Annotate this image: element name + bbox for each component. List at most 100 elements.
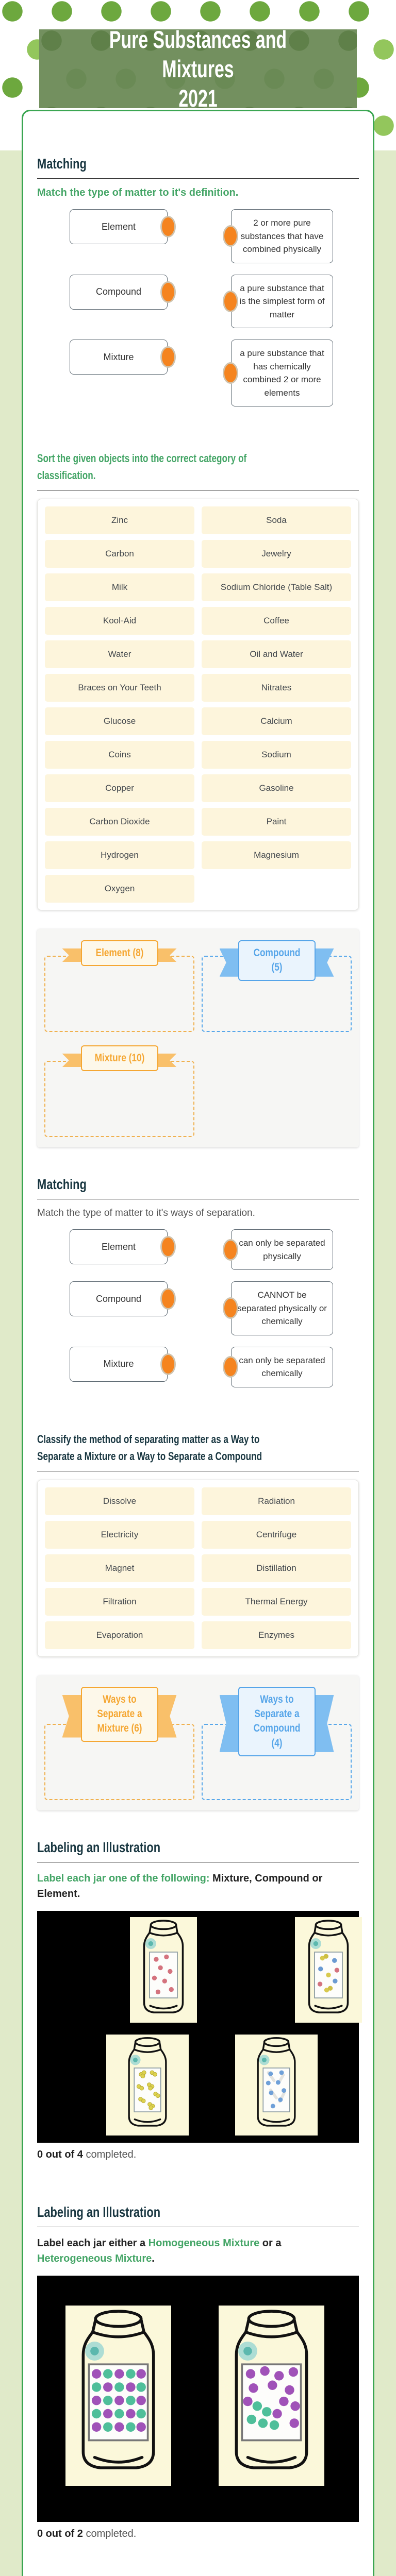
zone-label-line: Compound	[253, 947, 300, 959]
term-box-compound: Compound	[70, 1281, 176, 1316]
section-classify: Classify the method of separating matter…	[37, 1431, 359, 1810]
definition-text: a pure substance that has chemically com…	[240, 348, 324, 398]
word-tile[interactable]: Distillation	[202, 1554, 351, 1582]
matching-row: Element 2 or more pure substances that h…	[37, 209, 359, 263]
zone-label: Mixture (10)	[94, 1052, 144, 1064]
definition-box: a pure substance that has chemically com…	[223, 340, 333, 406]
term-box-element: Element	[70, 1229, 176, 1264]
drop-zone-sheet: Element (8) Compound (5)	[37, 929, 359, 1147]
connector-dot[interactable]	[223, 225, 238, 247]
labeling1-instructions: Label each jar one of the following: Mix…	[37, 1871, 359, 1902]
connector-dot[interactable]	[223, 1297, 238, 1319]
word-tile[interactable]: Milk	[45, 573, 194, 601]
connector-dot[interactable]	[160, 216, 176, 238]
word-tile[interactable]: Calcium	[202, 707, 351, 735]
matching-row: Compound a pure substance that is the si…	[37, 274, 359, 328]
connector-dot[interactable]	[160, 281, 176, 303]
drop-zone-mixture[interactable]: Mixture (10)	[44, 1045, 194, 1137]
word-tile[interactable]: Kool-Aid	[45, 607, 194, 635]
term-box-mixture: Mixture	[70, 1346, 176, 1382]
word-tile[interactable]: Water	[45, 640, 194, 668]
term-box-compound: Compound	[70, 274, 176, 310]
term-label: Element	[101, 221, 136, 232]
zone-label-line: Ways to	[259, 1693, 294, 1705]
zone-label-line: Mixture (6)	[96, 1722, 142, 1735]
ribbon-banner-orange: Mixture (10)	[62, 1045, 177, 1072]
drop-zone-separate-compound[interactable]: Ways to Separate a Compound (4)	[202, 1686, 352, 1800]
definition-box: can only be separated physically	[223, 1229, 333, 1270]
definition-text: a pure substance that is the simplest fo…	[239, 283, 325, 319]
instruction-green: Heterogeneous Mixture	[37, 2252, 152, 2264]
instruction-green: Label each jar one of the following:	[37, 1872, 210, 1884]
zone-label-line: Separate a	[254, 1707, 300, 1720]
word-tile[interactable]: Gasoline	[202, 774, 351, 802]
connector-dot[interactable]	[223, 1239, 238, 1261]
section-heading: Labeling an Illustration	[37, 2204, 161, 2220]
word-tile[interactable]: Coffee	[202, 607, 351, 635]
word-tile[interactable]: Carbon	[45, 540, 194, 568]
jar-yellow-molecules[interactable]	[106, 2034, 189, 2136]
word-tile[interactable]: Filtration	[45, 1587, 194, 1616]
drop-area[interactable]	[44, 956, 194, 1032]
word-tile[interactable]: Braces on Your Teeth	[45, 674, 194, 702]
progress-rest: completed.	[82, 2528, 137, 2539]
word-tile[interactable]: Carbon Dioxide	[45, 808, 194, 836]
word-tile[interactable]: Radiation	[202, 1487, 351, 1515]
word-tile[interactable]: Hydrogen	[45, 841, 194, 869]
drop-zone-element[interactable]: Element (8)	[44, 940, 194, 1032]
word-tile[interactable]: Soda	[202, 506, 351, 534]
word-tile[interactable]: Nitrates	[202, 674, 351, 702]
instruction-dark: Label each jar either a	[37, 2237, 148, 2249]
term-box-mixture: Mixture	[70, 340, 176, 375]
term-label: Mixture	[103, 1359, 134, 1369]
word-tile[interactable]: Sodium Chloride (Table Salt)	[202, 573, 351, 601]
zone-label-line: (5)	[271, 961, 283, 974]
connector-dot[interactable]	[160, 1236, 176, 1258]
section-matching-1: Matching Match the type of matter to it'…	[37, 156, 359, 406]
word-tile[interactable]: Centrifuge	[202, 1520, 351, 1549]
jar-homogeneous-pattern[interactable]	[65, 2305, 171, 2486]
connector-dot[interactable]	[223, 362, 238, 384]
word-tile[interactable]: Enzymes	[202, 1621, 351, 1649]
ribbon-banner-blue: Compound (5)	[219, 940, 334, 981]
section-matching-2: Matching Match the type of matter to it'…	[37, 1176, 359, 1387]
word-tile[interactable]: Magnesium	[202, 841, 351, 869]
term-label: Mixture	[103, 351, 134, 362]
connector-dot[interactable]	[160, 346, 176, 368]
ribbon-banner-orange: Element (8)	[62, 940, 177, 967]
instruction-dark: or a	[259, 2237, 282, 2249]
jar-blue-particles[interactable]	[235, 2034, 318, 2136]
word-tile[interactable]: Zinc	[45, 506, 194, 534]
connector-dot[interactable]	[160, 1288, 176, 1310]
definition-text: CANNOT be separated physically or chemic…	[237, 1290, 327, 1326]
word-tile[interactable]: Dissolve	[45, 1487, 194, 1515]
drop-area[interactable]	[44, 1061, 194, 1137]
connector-dot[interactable]	[223, 1356, 238, 1378]
worksheet-card: Matching Match the type of matter to it'…	[22, 110, 374, 2576]
word-tile[interactable]: Paint	[202, 808, 351, 836]
word-tile[interactable]: Jewelry	[202, 540, 351, 568]
word-tile[interactable]: Oxygen	[45, 875, 194, 903]
word-tile[interactable]: Oil and Water	[202, 640, 351, 668]
section-heading: Matching	[37, 1176, 87, 1192]
drop-zone-compound[interactable]: Compound (5)	[202, 940, 352, 1032]
drop-zone-separate-mixture[interactable]: Ways to Separate a Mixture (6)	[44, 1686, 194, 1800]
word-tile[interactable]: Sodium	[202, 741, 351, 769]
matching-row: Mixture can only be separated chemically	[37, 1346, 359, 1387]
jar-red-particles[interactable]	[130, 1917, 197, 2023]
word-tile[interactable]: Thermal Energy	[202, 1587, 351, 1616]
zone-label-line: Separate a	[96, 1707, 142, 1720]
word-tile[interactable]: Coins	[45, 741, 194, 769]
word-tile[interactable]: Magnet	[45, 1554, 194, 1582]
word-tile[interactable]: Electricity	[45, 1520, 194, 1549]
zone-label-line: (4)	[271, 1737, 283, 1749]
definition-box: 2 or more pure substances that have comb…	[223, 209, 333, 263]
connector-dot[interactable]	[223, 290, 238, 312]
word-tile[interactable]: Copper	[45, 774, 194, 802]
connector-dot[interactable]	[160, 1353, 176, 1375]
jar-heterogeneous-pattern[interactable]	[219, 2305, 324, 2486]
word-tile[interactable]: Evaporation	[45, 1621, 194, 1649]
word-tile[interactable]: Glucose	[45, 707, 194, 735]
jar-mixed-particles[interactable]	[295, 1917, 362, 2023]
progress-rest: completed.	[82, 2148, 137, 2160]
